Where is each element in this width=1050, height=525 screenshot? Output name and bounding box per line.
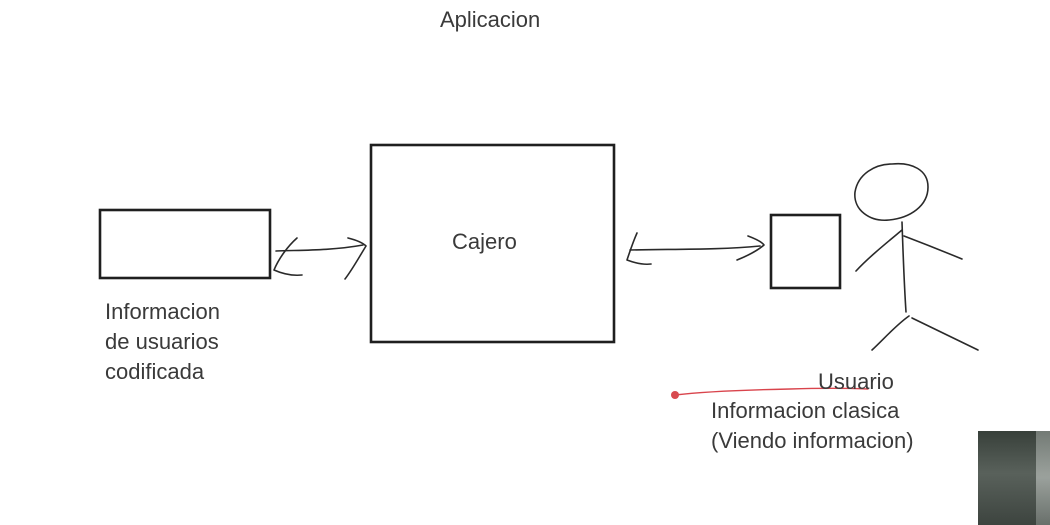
database-label-line: codificada [105, 359, 205, 384]
user-info-label: Informacion clasica (Viendo informacion) [711, 396, 914, 456]
database-label-line: Informacion [105, 299, 220, 324]
stick-figure-icon [854, 162, 979, 351]
user-info-line: Informacion clasica [711, 398, 900, 423]
laser-pointer-trail [671, 387, 869, 399]
webcam-highlight [1036, 431, 1050, 525]
cajero-terminal-arrow-icon [626, 232, 765, 266]
webcam-overlay [978, 431, 1050, 525]
database-label-line: de usuarios [105, 329, 219, 354]
diagram-title: Aplicacion [440, 7, 541, 32]
database-label: Informacion de usuarios codificada [105, 297, 220, 387]
user-info-line: (Viendo informacion) [711, 428, 914, 453]
cajero-label: Cajero [452, 229, 517, 254]
cajero-box [369, 143, 616, 344]
database-box [98, 208, 272, 280]
user-label: Usuario [818, 369, 894, 394]
database-cajero-arrow-icon [273, 237, 367, 280]
terminal-box [769, 213, 842, 290]
